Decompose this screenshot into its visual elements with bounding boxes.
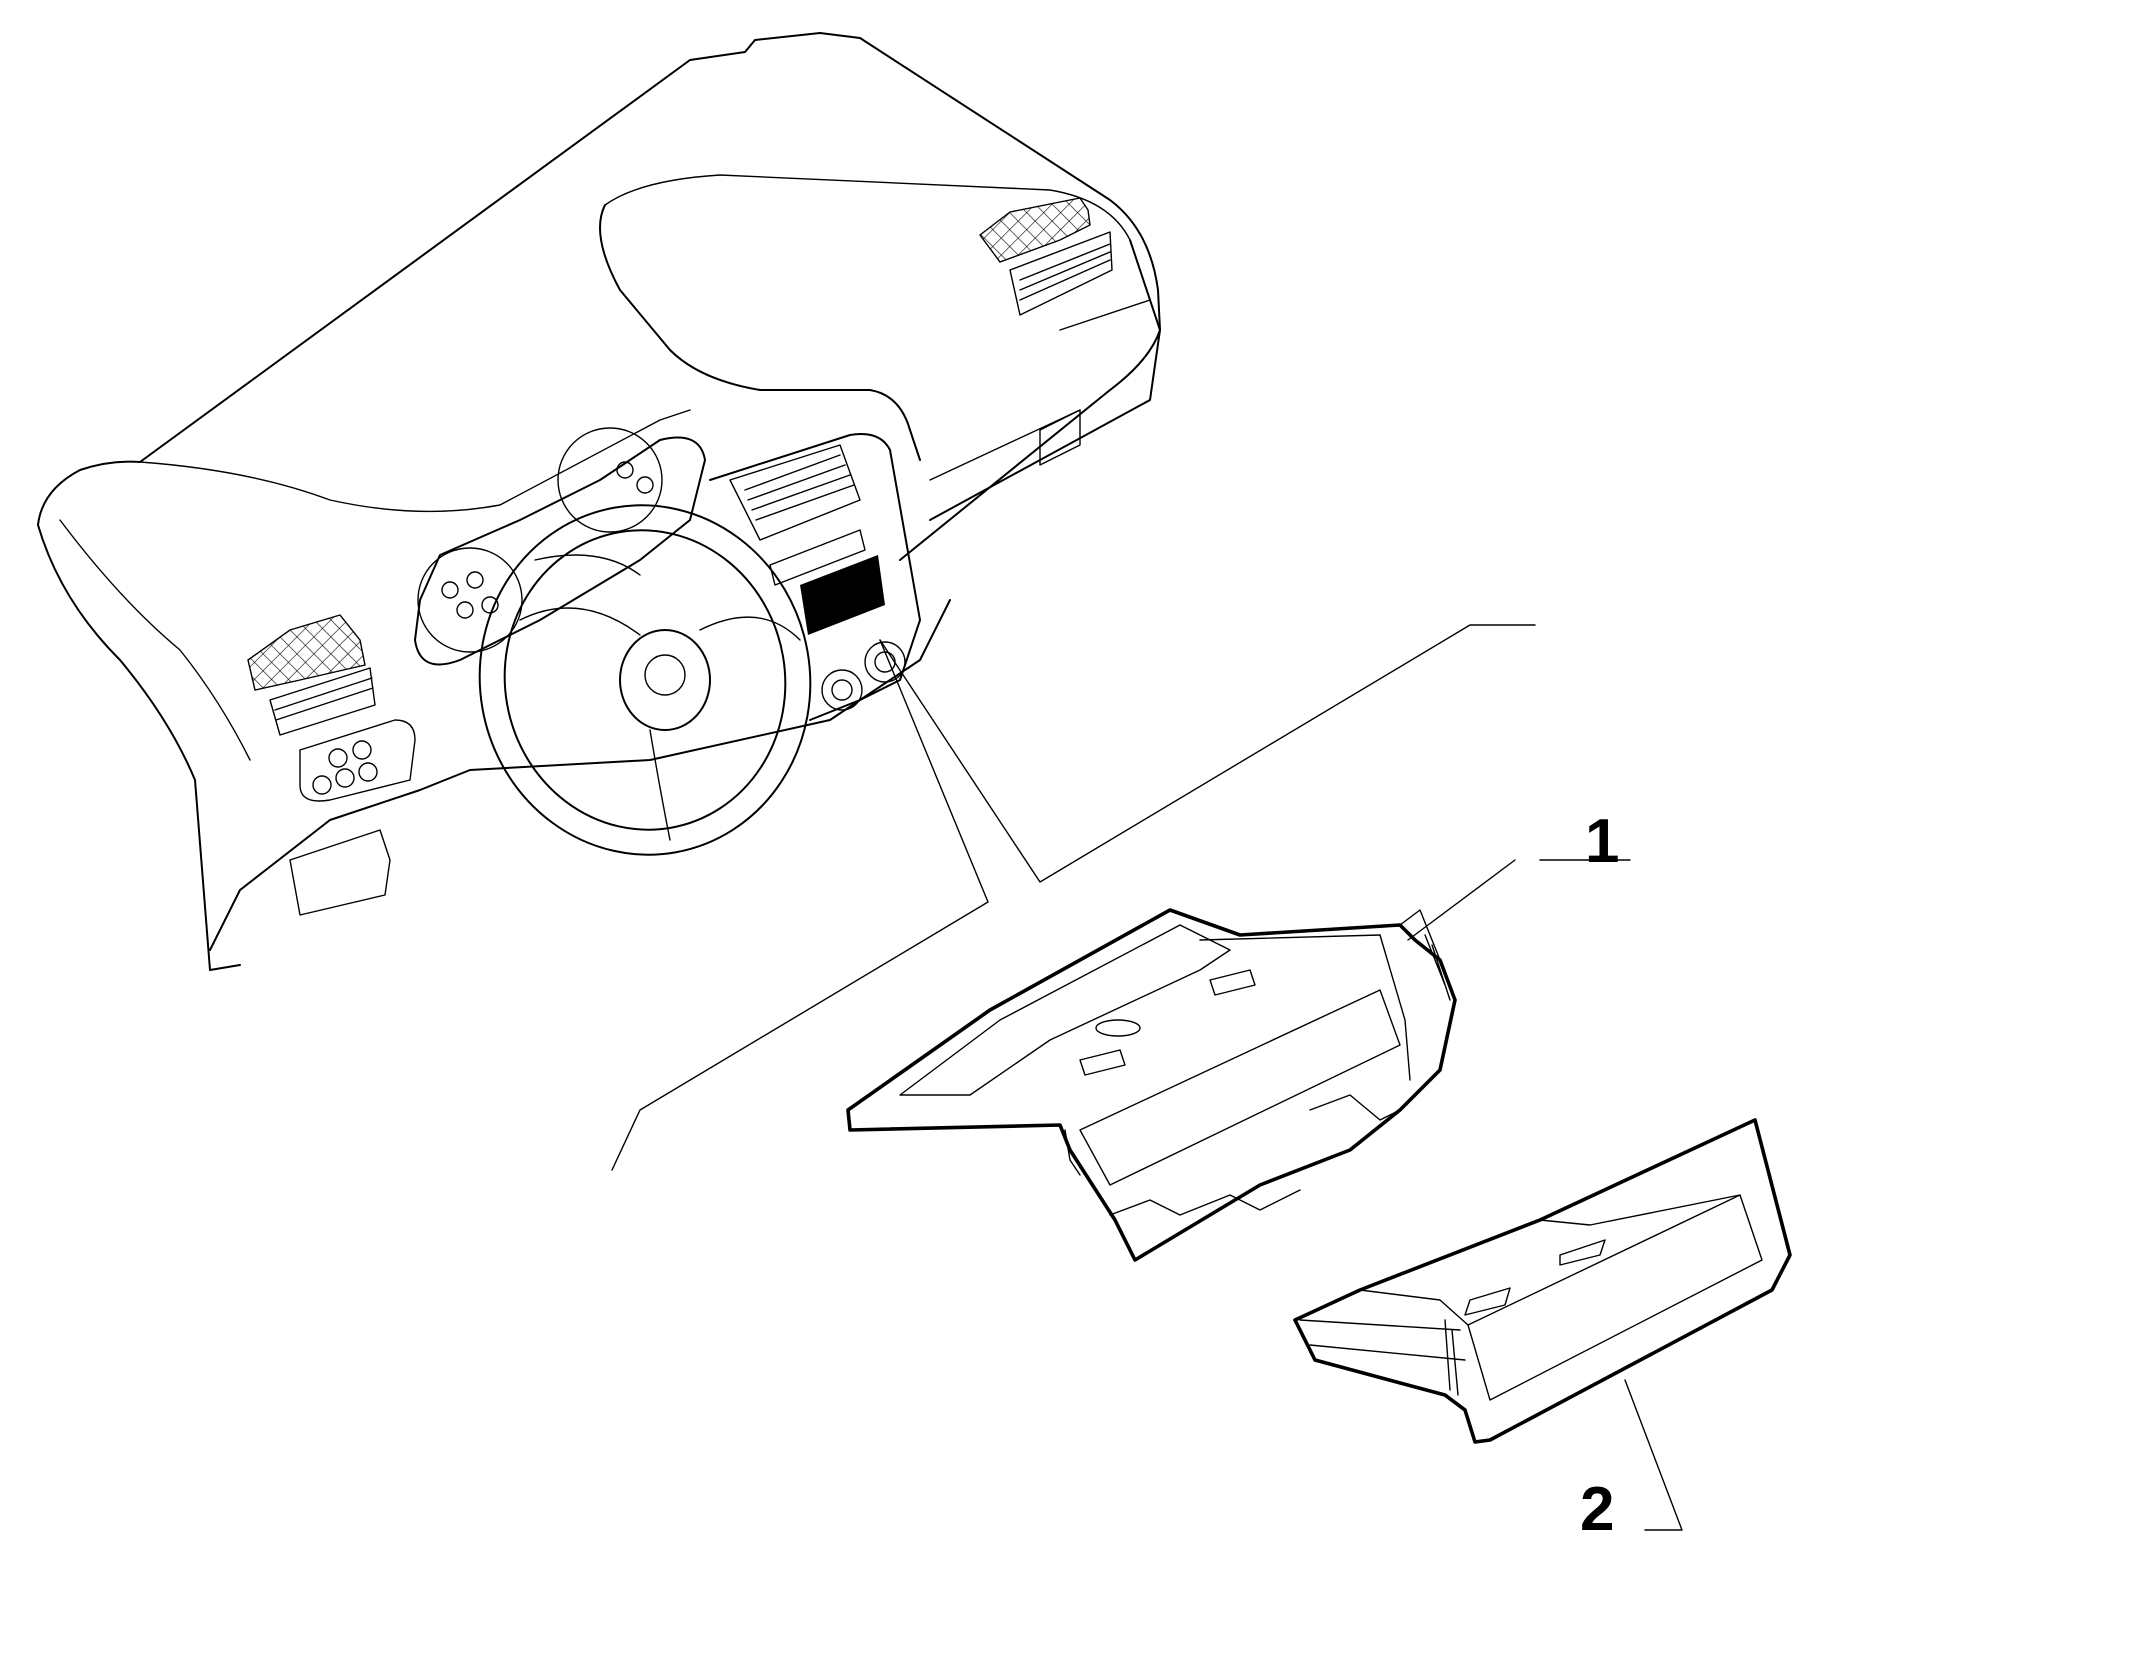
callout-1: 1 [1585, 807, 1619, 876]
leader-lines [611, 624, 1683, 1531]
part-2-storage-tray [1293, 1118, 1792, 1444]
callout-labels: 1 2 [1580, 807, 1619, 1544]
dashboard-illustration [37, 32, 1161, 971]
callout-2: 2 [1580, 1475, 1614, 1544]
part-1-mounting-bracket [846, 908, 1457, 1262]
